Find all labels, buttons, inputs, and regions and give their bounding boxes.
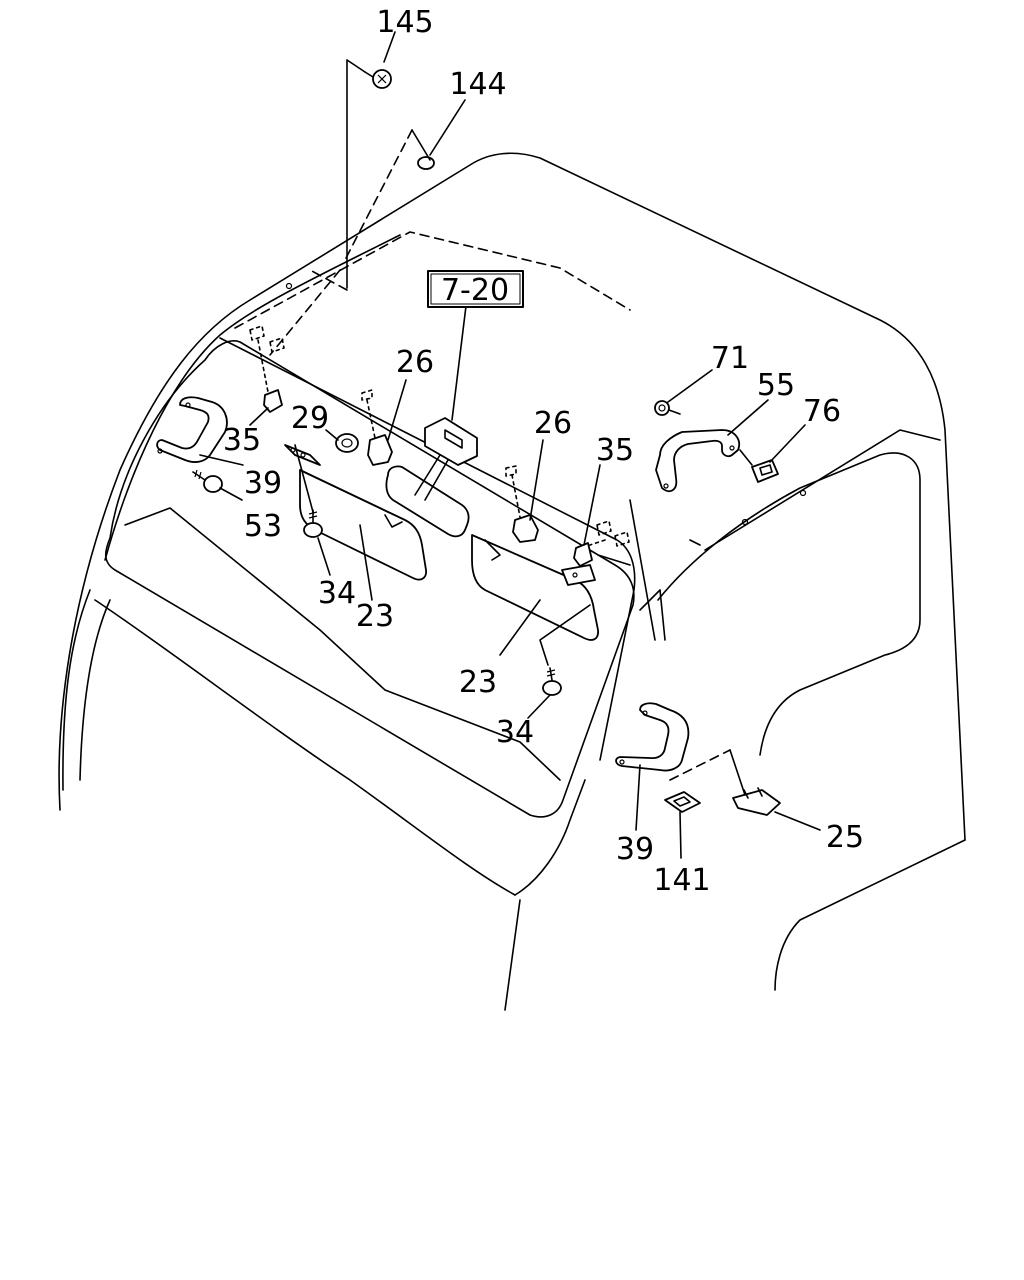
bracket-25: [732, 787, 781, 816]
callout-144: 144: [449, 67, 506, 102]
reference-box-label: 7-20: [441, 273, 509, 308]
sun-visor-left: [284, 444, 427, 581]
callout-26-right: 26: [534, 406, 572, 441]
callout-34-right: 34: [496, 715, 534, 750]
callout-35-right: 35: [596, 433, 634, 468]
callout-145: 145: [376, 5, 433, 40]
callout-26-left: 26: [396, 345, 434, 380]
cap-29: [335, 433, 359, 453]
callout-23-left: 23: [356, 599, 394, 634]
clip-144: [417, 156, 435, 170]
screw-53: [192, 469, 223, 493]
callout-labels: 145 144 26 29 35 39 53 34 23 26 35 23 34…: [223, 5, 864, 898]
side-window-right: [285, 282, 921, 756]
callout-25: 25: [826, 820, 864, 855]
callout-55: 55: [757, 368, 795, 403]
callout-71: 71: [711, 341, 749, 376]
screw-71: [654, 400, 681, 416]
retainer-right: [573, 520, 630, 567]
assist-grip-right-39: [615, 702, 690, 772]
callout-39-left: 39: [244, 466, 282, 501]
callout-35-left: 35: [223, 423, 261, 458]
assist-grip-55: [655, 429, 740, 492]
callout-39-right: 39: [616, 832, 654, 867]
screw-34-right: [542, 667, 562, 696]
visor-clip-right: [505, 465, 539, 543]
rear-view-mirror: [385, 417, 478, 538]
leader-lines: [199, 31, 821, 859]
callout-76: 76: [803, 394, 841, 429]
sun-visor-right: [471, 534, 599, 641]
retainer-left: [249, 325, 285, 413]
clip-76: [751, 459, 779, 483]
windshield: [94, 340, 666, 1011]
callout-29: 29: [291, 401, 329, 436]
visor-clip-left: [361, 389, 393, 466]
callout-34-left: 34: [318, 576, 356, 611]
callout-53: 53: [244, 509, 282, 544]
assist-grip-left-39: [156, 396, 228, 463]
reference-box-7-20: 7-20: [427, 270, 524, 308]
callout-23-right: 23: [459, 665, 497, 700]
screw-145: [364, 69, 392, 89]
clip-141: [664, 791, 701, 813]
callout-141: 141: [653, 863, 710, 898]
